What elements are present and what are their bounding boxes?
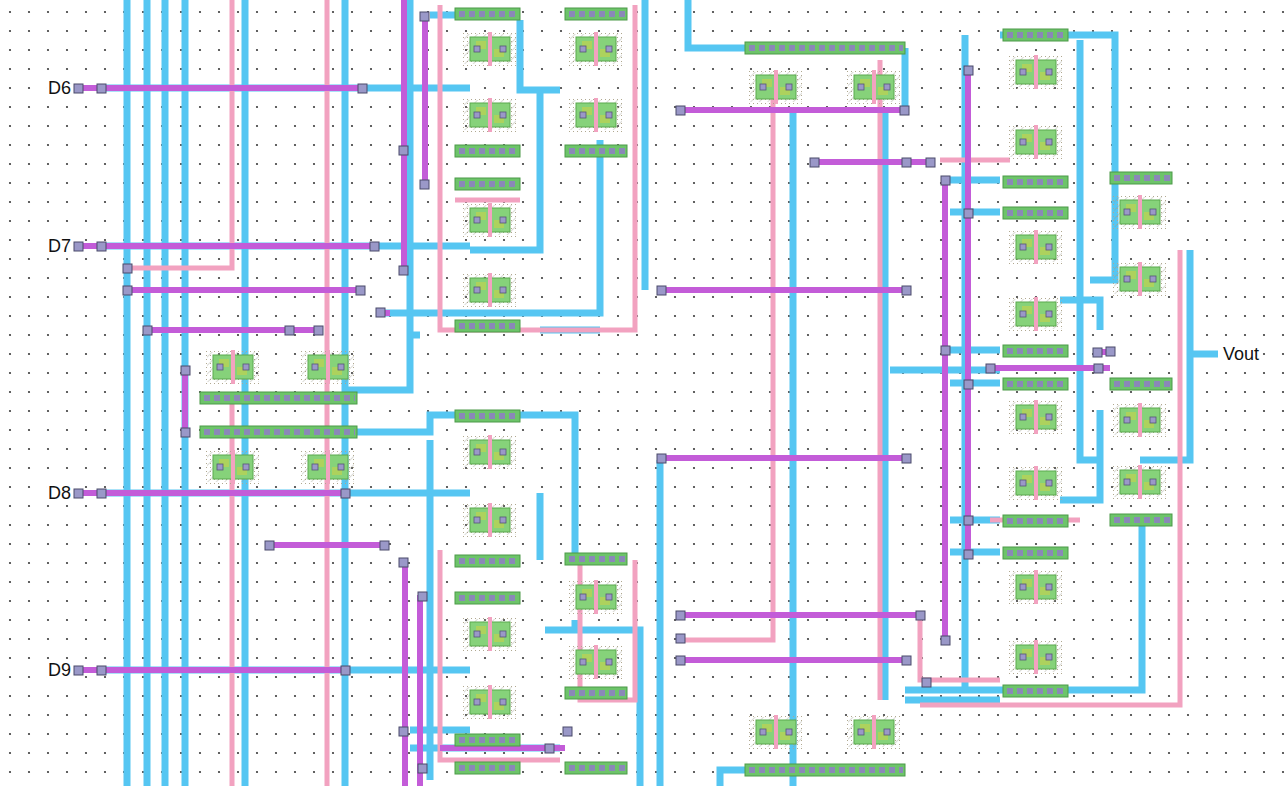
pin-label: Vout xyxy=(1222,344,1260,364)
pin-label: D9 xyxy=(47,660,72,680)
pin-label: D7 xyxy=(47,236,72,256)
pin-label: D6 xyxy=(47,78,72,98)
pin-label: D8 xyxy=(47,483,72,503)
